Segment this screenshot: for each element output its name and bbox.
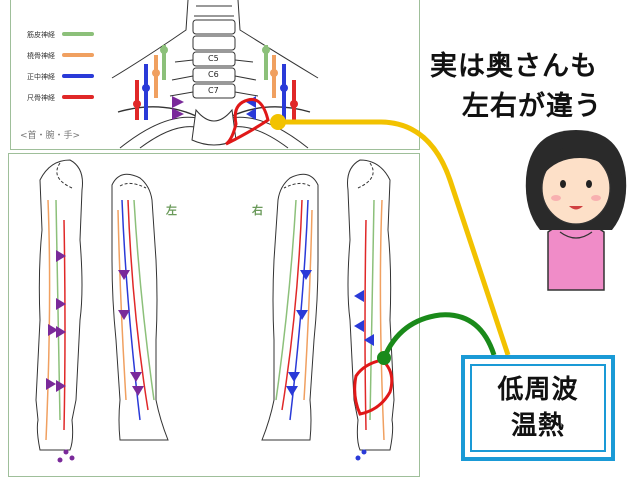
treatment-line-2: 温熱	[510, 411, 565, 441]
left-arm-markers	[46, 250, 144, 463]
green-pointer-dot	[377, 351, 391, 365]
yellow-pointer-line	[278, 119, 511, 356]
legend-label-musculocutaneous: 筋皮神経	[27, 31, 55, 39]
treatment-box-inner: 低周波 温熱	[470, 364, 606, 452]
right-arm-nerves	[275, 199, 385, 441]
neck-nerve-bars-left	[133, 45, 184, 120]
arm-highlight-loop	[353, 358, 394, 416]
legend-label-radial: 橈骨神経	[27, 52, 55, 60]
right-side-label: 右	[252, 204, 263, 217]
legend-label-median: 正中神経	[27, 73, 55, 81]
headline-line-1: 実は奥さんも	[430, 51, 598, 82]
left-side-label: 左	[166, 204, 177, 217]
treatment-box: 低周波 温熱	[461, 355, 615, 461]
green-pointer-line	[381, 312, 497, 360]
legend-label-ulnar: 尺骨神経	[27, 94, 55, 102]
yellow-pointer-dot	[270, 114, 286, 130]
left-arm-front	[111, 173, 169, 441]
neck-highlight-loop	[225, 97, 270, 146]
right-arm-front	[261, 173, 319, 441]
right-arm-markers	[286, 270, 374, 461]
vertebra-label-c5: C5	[208, 54, 219, 63]
legend-swatch-median	[62, 74, 94, 78]
treatment-line-1: 低周波	[497, 375, 579, 405]
legend-swatch-radial	[62, 53, 94, 57]
neck-caption: <首・腕・手>	[20, 131, 81, 141]
legend-swatch-musculocutaneous	[62, 32, 94, 36]
neck-nerve-bars-right	[246, 45, 298, 120]
headline-line-2: 左右が違う	[462, 91, 602, 122]
woman-illustration	[525, 130, 627, 291]
vertebra-label-c7: C7	[208, 86, 219, 95]
legend-swatch-ulnar	[62, 95, 94, 99]
vertebra-label-c6: C6	[208, 70, 219, 79]
